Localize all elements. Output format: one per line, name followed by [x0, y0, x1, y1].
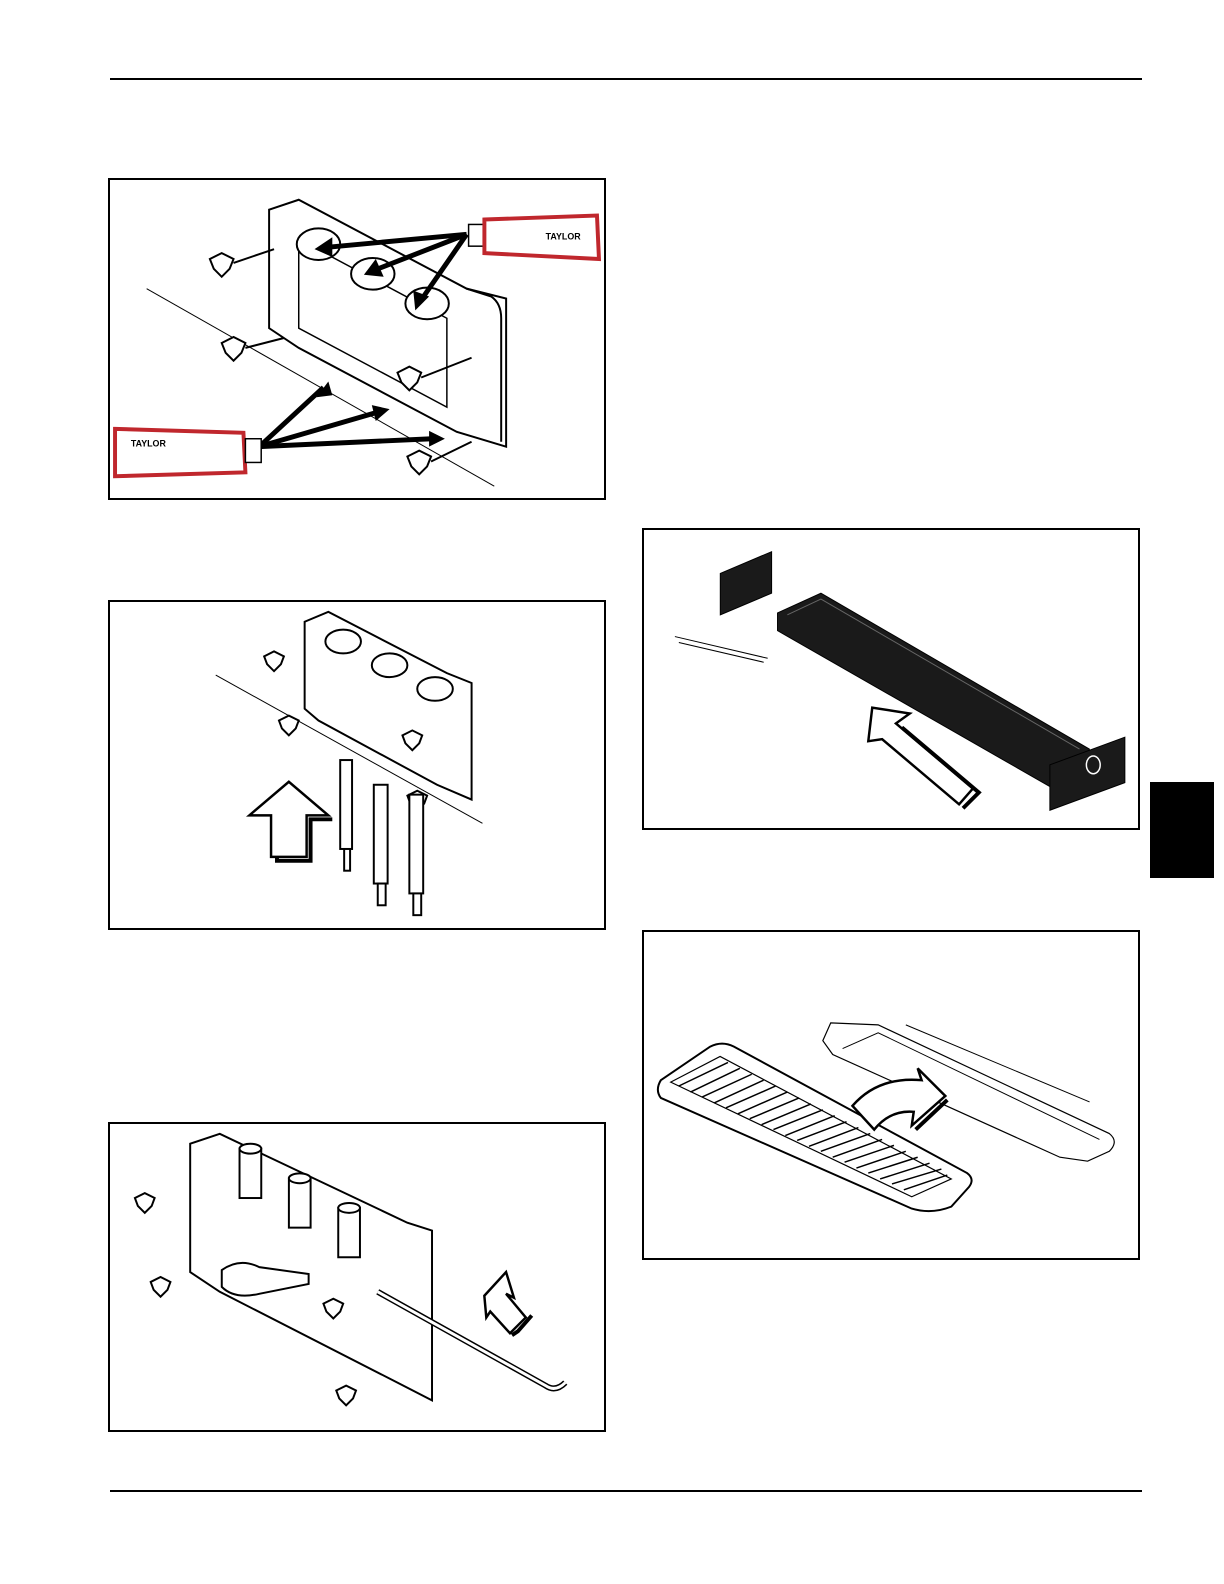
up-arrow-icon: [249, 782, 332, 861]
figure-insert-draw-valves: [108, 600, 606, 930]
lubricant-tube-icon: TAYLOR: [115, 429, 261, 476]
draw-valves-illustration: [110, 602, 604, 928]
drip-pan-shield-illustration: [644, 932, 1138, 1258]
figure-drip-pan-shield: [642, 930, 1140, 1260]
handle-pin-illustration: [110, 1124, 604, 1430]
freezer-door-lubrication-illustration: TAYLOR TAYLOR: [110, 180, 604, 498]
insert-arrow-icon: [484, 1272, 531, 1335]
drip-tray-illustration: [644, 530, 1138, 828]
footer-rule: [110, 1490, 1142, 1492]
tube-label: TAYLOR: [546, 231, 582, 241]
section-tab: [1150, 782, 1214, 878]
figure-install-handle-pin: [108, 1122, 606, 1432]
lubricant-tube-icon: TAYLOR: [469, 216, 599, 259]
figure-drip-tray: [642, 528, 1140, 830]
figure-lubricate-door: TAYLOR TAYLOR: [108, 178, 606, 500]
tube-label: TAYLOR: [131, 439, 167, 449]
header-rule: [110, 78, 1142, 80]
